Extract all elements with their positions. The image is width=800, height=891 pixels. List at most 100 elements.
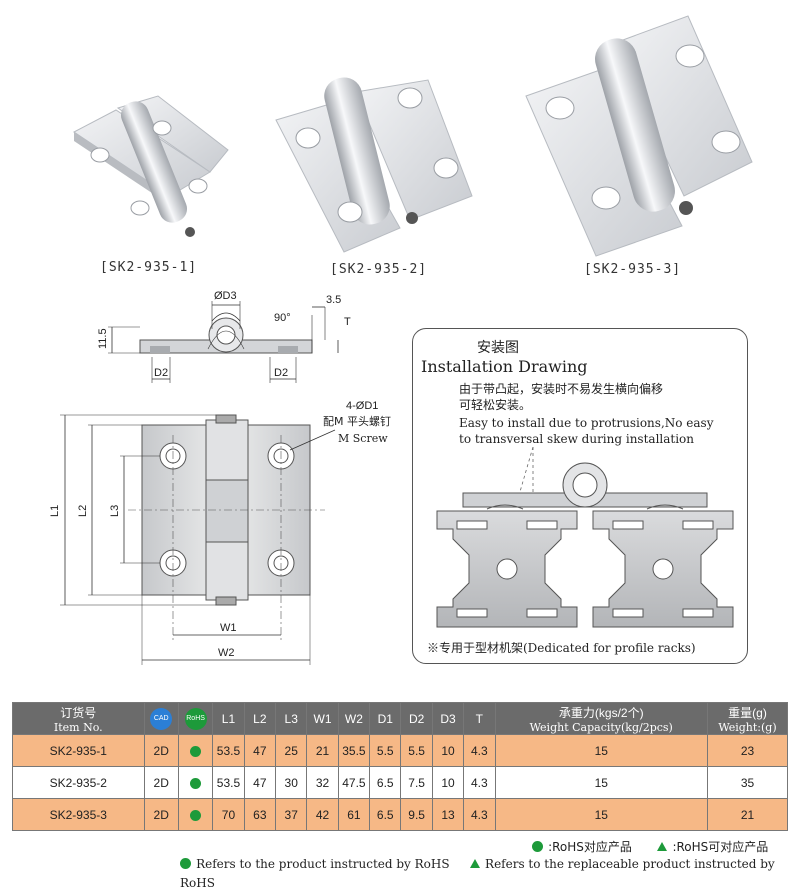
cell-d1: 5.5	[369, 734, 402, 767]
hinge-photo-1	[73, 95, 229, 237]
cell-capacity: 15	[494, 798, 708, 831]
header-rohs: RoHS	[177, 702, 214, 735]
cell-t: 4.3	[463, 734, 496, 767]
legend-cn: :RoHS对应产品 :RoHS可对应产品	[532, 836, 768, 855]
dim-11-5: 11.5	[97, 328, 109, 349]
dim-l1: L1	[49, 505, 61, 517]
rohs-dot-icon	[180, 858, 191, 869]
cell-w1: 42	[306, 798, 339, 831]
header-w1: W1	[306, 702, 339, 735]
cell-capacity: 15	[494, 766, 708, 799]
installation-title-cn: 安装图	[477, 340, 519, 356]
dim-t: T	[344, 316, 351, 328]
cell-d1: 6.5	[369, 798, 402, 831]
header-l1: L1	[212, 702, 245, 735]
cad-icon: CAD	[150, 707, 173, 730]
rohs-icon: RoHS	[184, 707, 207, 730]
header-d1: D1	[369, 702, 402, 735]
cell-l2: 47	[243, 734, 277, 767]
cell-item: SK2-935-1	[12, 734, 145, 767]
cell-d3: 10	[431, 734, 465, 767]
dim-4-d1: 4-ØD1	[346, 400, 378, 412]
cell-d2: 5.5	[400, 734, 433, 767]
dim-l2: L2	[77, 505, 89, 517]
cell-l3: 30	[275, 766, 308, 799]
cell-w2: 61	[337, 798, 371, 831]
header-cad: CAD	[143, 702, 179, 735]
cell-d2: 7.5	[400, 766, 433, 799]
cell-w2: 47.5	[337, 766, 371, 799]
product-caption-1: [SK2-935-1]	[100, 260, 198, 275]
cell-item: SK2-935-3	[12, 798, 145, 831]
side-view	[108, 301, 339, 383]
cell-rohs	[177, 798, 214, 831]
legend-rohs-cn: :RoHS对应产品	[548, 840, 632, 854]
technical-drawing: ØD3 3.5 90° T 11.5 D2 D2	[49, 290, 391, 665]
dim-d3: ØD3	[214, 290, 237, 302]
cell-d3: 13	[431, 798, 465, 831]
header-d3: D3	[431, 702, 465, 735]
cell-l3: 25	[275, 734, 308, 767]
header-d2: D2	[400, 702, 433, 735]
profile-rack-drawing	[436, 447, 734, 628]
installation-note-en-2: to transversal skew during installation	[459, 432, 695, 446]
header-weight: 重量(g)Weight:(g)	[706, 702, 789, 735]
legend-rohs-en: Refers to the product instructed by RoHS	[196, 857, 450, 871]
cell-d3: 10	[431, 766, 465, 799]
dim-w1: W1	[220, 622, 237, 634]
cell-cad: 2D	[143, 766, 179, 799]
cell-d1: 6.5	[369, 766, 402, 799]
dim-l3: L3	[109, 505, 121, 517]
cell-rohs	[177, 734, 214, 767]
installation-note-cn-1: 由于带凸起，安装时不易发生横向偏移	[459, 382, 664, 396]
cell-l1: 53.5	[212, 766, 245, 799]
installation-box: 安装图 Installation Drawing 由于带凸起，安装时不易发生横向…	[412, 328, 748, 664]
rohs-triangle-icon	[657, 842, 668, 851]
rohs-dot-icon	[532, 841, 543, 852]
product-photos	[73, 15, 753, 257]
legend-rohs-replace-cn: :RoHS可对应产品	[672, 840, 769, 854]
installation-note-cn-2: 可轻松安装。	[459, 398, 532, 412]
rohs-dot-icon	[190, 745, 202, 757]
cell-capacity: 15	[494, 734, 708, 767]
cell-weight: 21	[706, 798, 789, 831]
dim-d2-right: D2	[274, 367, 288, 379]
cell-cad: 2D	[143, 798, 179, 831]
dim-3-5: 3.5	[326, 294, 341, 306]
header-l3: L3	[275, 702, 308, 735]
cell-d2: 9.5	[400, 798, 433, 831]
header-w2: W2	[337, 702, 371, 735]
product-caption-3: [SK2-935-3]	[584, 262, 682, 277]
cell-cad: 2D	[143, 734, 179, 767]
legend-en: Refers to the product instructed by RoHS…	[180, 853, 800, 891]
screw-en: M Screw	[338, 432, 388, 445]
cell-l3: 37	[275, 798, 308, 831]
hinge-photo-2	[275, 77, 473, 253]
installation-title-en: Installation Drawing	[421, 357, 588, 376]
rohs-dot-icon	[190, 777, 202, 789]
cell-weight: 35	[706, 766, 789, 799]
cell-w1: 21	[306, 734, 339, 767]
product-caption-2: [SK2-935-2]	[330, 262, 428, 277]
table-row: SK2-935-2 2D 53.5 47 30 32 47.5 6.5 7.5 …	[12, 766, 789, 799]
cell-item: SK2-935-2	[12, 766, 145, 799]
screw-cn: 配M 平头螺钉	[323, 415, 391, 428]
cell-w1: 32	[306, 766, 339, 799]
cell-t: 4.3	[463, 798, 496, 831]
cell-l2: 47	[243, 766, 277, 799]
hinge-photo-3	[525, 15, 753, 257]
installation-footer: ※专用于型材机架(Dedicated for profile racks)	[427, 641, 696, 655]
cell-l1: 53.5	[212, 734, 245, 767]
cell-rohs	[177, 766, 214, 799]
dim-w2: W2	[218, 647, 235, 659]
installation-note-en-1: Easy to install due to protrusions,No ea…	[459, 416, 714, 430]
rohs-triangle-icon	[469, 859, 480, 868]
cell-l1: 70	[212, 798, 245, 831]
header-capacity: 承重力(kgs/2个)Weight Capacity(kg/2pcs)	[494, 702, 708, 735]
dim-d2-left: D2	[154, 367, 168, 379]
dim-angle: 90°	[274, 312, 291, 324]
front-view	[60, 414, 336, 665]
header-t: T	[463, 702, 496, 735]
